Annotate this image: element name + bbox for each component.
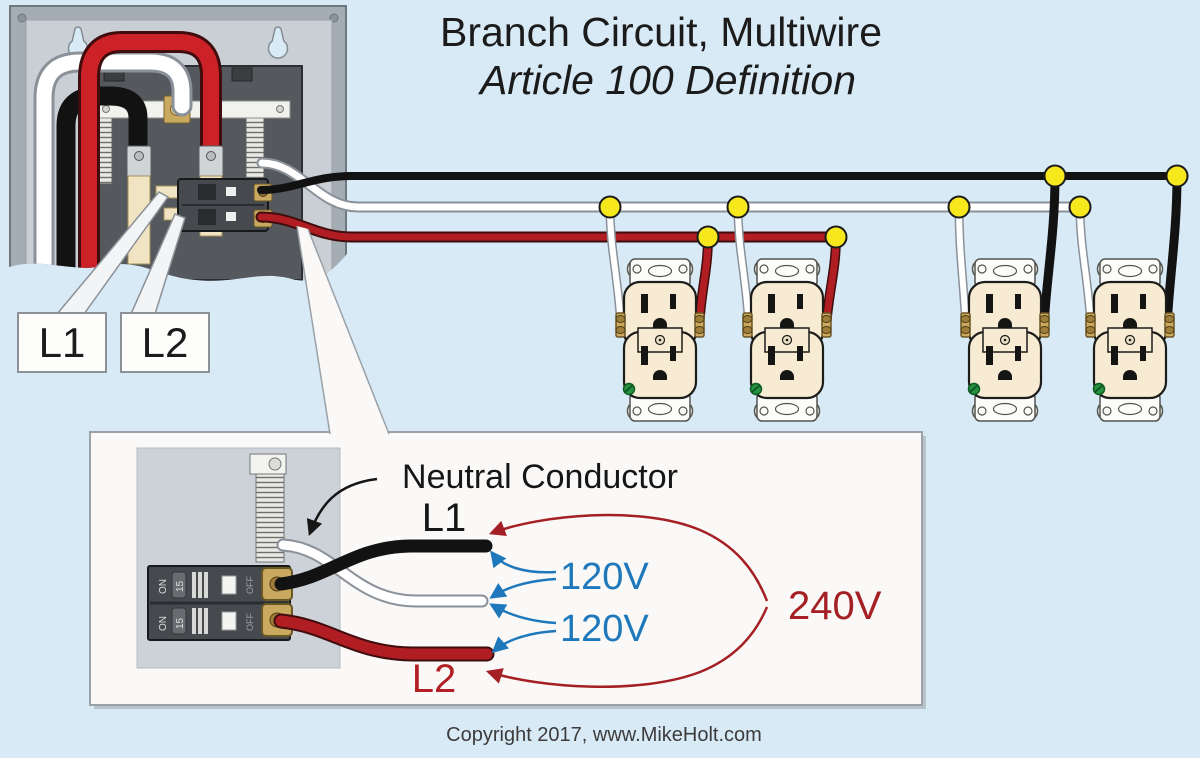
black-drop-4: [1162, 171, 1182, 333]
inset-l1-label: L1: [422, 496, 467, 540]
junction-dot: [598, 195, 622, 219]
voltage-arrow: [489, 603, 557, 625]
receptacle-3: [959, 257, 1051, 423]
inset-l2-label: L2: [412, 657, 457, 701]
voltage-arrow: [489, 577, 557, 599]
voltage-120-top: 120V: [560, 556, 649, 598]
junction-dot: [824, 225, 848, 249]
copyright-text: Copyright 2017, www.MikeHolt.com: [446, 724, 762, 746]
breaker-off-label: OFF: [245, 613, 255, 631]
branch-wires: [255, 157, 1189, 333]
junction-dot: [726, 195, 750, 219]
junction-dot: [1043, 164, 1067, 188]
breaker-off-label: OFF: [245, 576, 255, 594]
junction-dot: [947, 195, 971, 219]
junction-dots: [598, 164, 1189, 249]
inset-l1-wire: [274, 539, 493, 591]
receptacle-1: [614, 257, 706, 423]
neutral-callout-arrow: [306, 477, 378, 537]
label-l2: L2: [142, 319, 189, 366]
junction-dot: [1068, 195, 1092, 219]
label-box-l2: [120, 312, 210, 373]
neutral-conductor-label: Neutral Conductor: [402, 458, 678, 496]
junction-dot: [696, 225, 720, 249]
receptacle-2: [741, 257, 833, 423]
breaker-2pole: [177, 178, 273, 232]
black-drop-3: [1039, 171, 1060, 333]
breaker-on-label: ON: [158, 616, 169, 631]
label-box-l1: [17, 312, 107, 373]
panel-loadcenter: [9, 5, 347, 281]
breaker-amps-label: 15: [175, 580, 186, 592]
junction-dot: [1165, 164, 1189, 188]
diagram-subtitle: Article 100 Definition: [477, 57, 856, 103]
receptacle-4: [1084, 257, 1176, 423]
voltage-240: 240V: [788, 584, 882, 628]
diagram-title: Branch Circuit, Multiwire: [440, 9, 882, 55]
service-black-wire: [56, 86, 148, 281]
brace-240-upper: [488, 513, 769, 602]
voltage-arrow: [490, 550, 557, 574]
breaker-on-label: ON: [158, 579, 169, 594]
inset-detail: ON 15 OFF ON 15 OFF Neutral Conductor L1…: [89, 225, 926, 709]
voltage-arrow: [491, 629, 557, 654]
breaker-amps-label: 15: [175, 617, 186, 629]
label-l1: L1: [39, 319, 86, 366]
keyhole-icon: [267, 26, 289, 59]
lug-l2: [198, 145, 224, 179]
inset-breaker-2pole: ON 15 OFF ON 15 OFF: [147, 565, 293, 641]
lug-l1: [126, 145, 152, 179]
brace-240-lower: [485, 606, 769, 688]
inset-callout-wedge: [297, 226, 389, 435]
voltage-120-bottom: 120V: [560, 608, 649, 650]
l1-black-run: [257, 172, 1181, 194]
